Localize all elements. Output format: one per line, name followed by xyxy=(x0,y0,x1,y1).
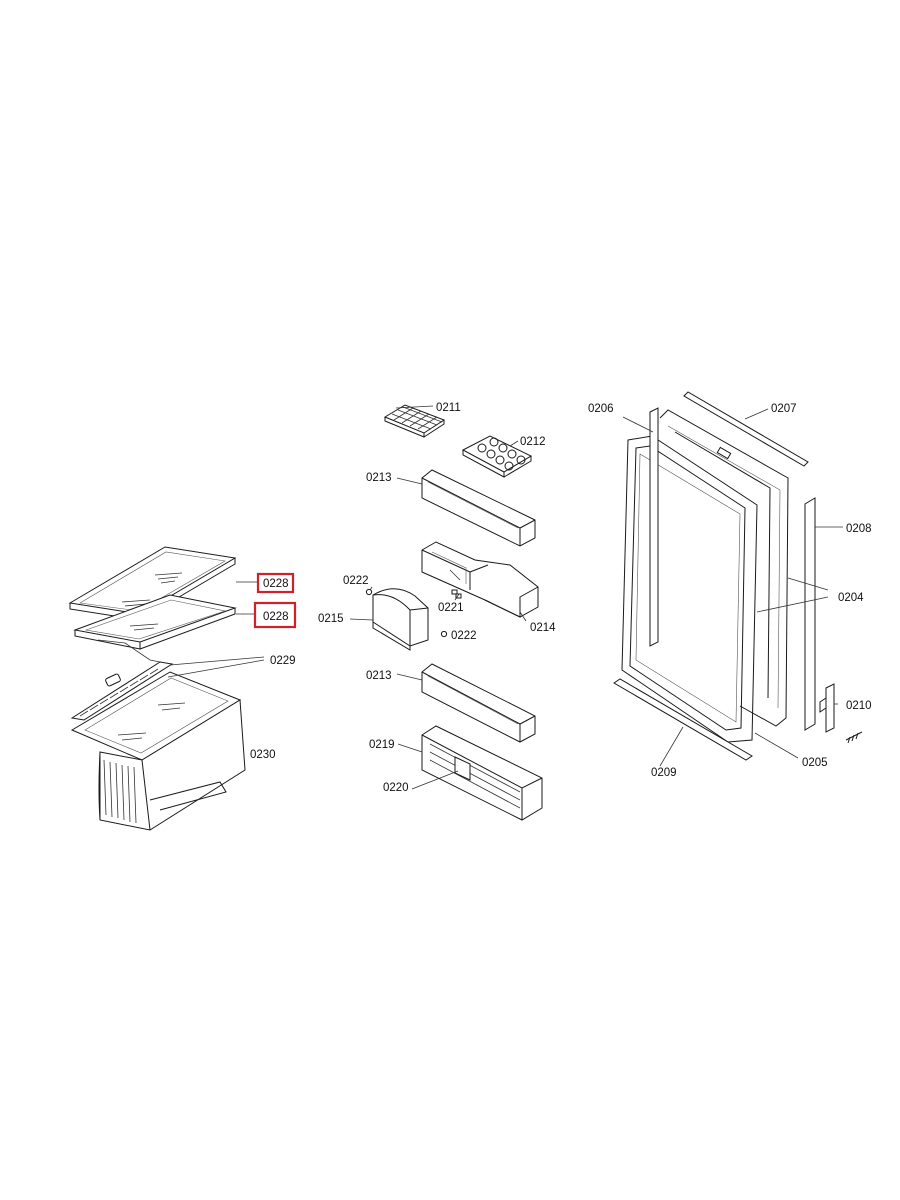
label-0212: 0212 xyxy=(520,436,546,448)
door-shelf-upper xyxy=(421,469,536,547)
label-0222-upper: 0222 xyxy=(343,575,369,587)
label-0211: 0211 xyxy=(436,402,461,414)
crisper-cover-rail xyxy=(70,661,174,721)
butter-compartment-lid xyxy=(372,588,429,651)
label-0228-upper: 0228 xyxy=(263,578,289,590)
crisper-drawer xyxy=(98,699,246,831)
label-0205: 0205 xyxy=(802,757,828,769)
label-0207: 0207 xyxy=(771,403,797,415)
label-0220: 0220 xyxy=(383,782,409,794)
door-bottom-strip xyxy=(613,678,753,761)
label-0213-lower: 0213 xyxy=(366,670,392,682)
door-top-strip xyxy=(683,391,809,467)
label-0222-lower: 0222 xyxy=(451,630,477,642)
label-0221: 0221 xyxy=(438,602,464,614)
label-0213-upper: 0213 xyxy=(366,472,392,484)
highlight-box-upper xyxy=(256,572,295,594)
label-0206: 0206 xyxy=(588,403,614,415)
leader-lines xyxy=(167,405,843,790)
bottle-shelf xyxy=(421,725,543,821)
label-0208: 0208 xyxy=(846,523,872,535)
door-inner-panel xyxy=(659,409,789,727)
door-shelf-lower xyxy=(421,663,536,743)
label-0210: 0210 xyxy=(846,700,872,712)
door-side-strip-right xyxy=(804,497,816,731)
label-0229: 0229 xyxy=(270,655,296,667)
highlight-boxes xyxy=(253,572,297,629)
small-hinge-pins xyxy=(365,588,462,638)
lower-glass-shelf xyxy=(73,594,237,664)
hinge-bracket-and-screw xyxy=(819,683,863,744)
ice-cube-tray xyxy=(383,404,446,438)
label-0230: 0230 xyxy=(250,749,276,761)
label-0215: 0215 xyxy=(318,613,344,625)
highlight-box-lower xyxy=(253,601,297,629)
label-0219: 0219 xyxy=(369,739,395,751)
label-0214: 0214 xyxy=(530,622,556,634)
door-side-strip-left xyxy=(649,407,659,647)
bottle-holder-shelf xyxy=(421,541,539,618)
label-0204: 0204 xyxy=(838,592,864,604)
label-0228-lower: 0228 xyxy=(263,611,289,623)
label-0209: 0209 xyxy=(651,767,677,779)
egg-tray xyxy=(461,435,533,478)
part-labels: 0228 0228 0229 0230 0211 0212 0213 0222 … xyxy=(250,402,872,794)
